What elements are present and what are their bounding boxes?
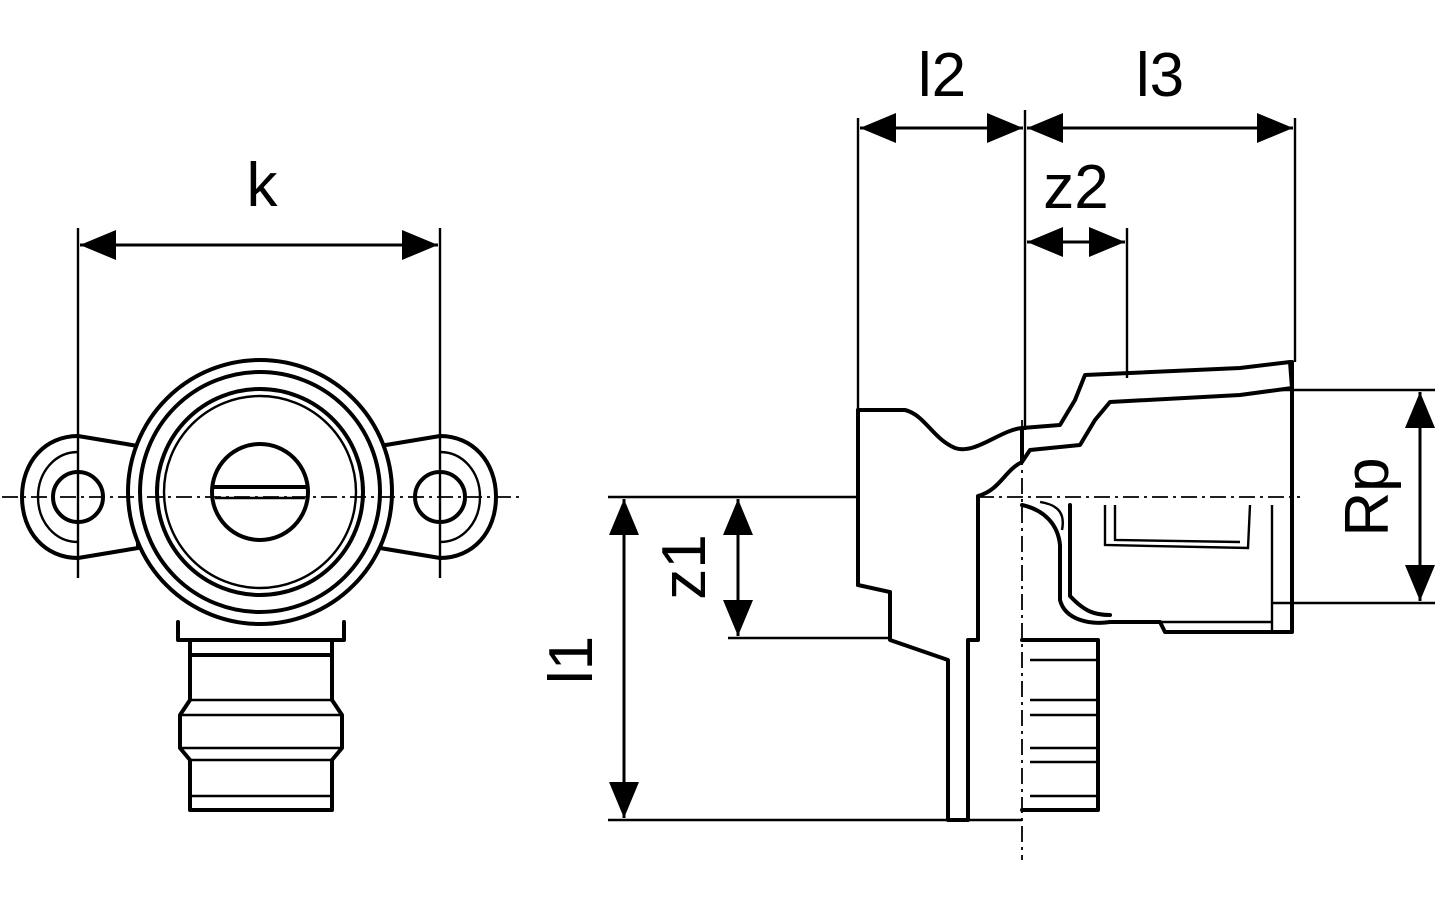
mounting-flange [378, 434, 498, 560]
label-z2: z2 [1043, 153, 1108, 222]
inner-port [210, 442, 310, 542]
hatched-thread-section [1020, 360, 1294, 464]
section-view: l2 l3 z2 Rp z1 l1 [537, 41, 1435, 860]
front-view: k [2, 151, 520, 812]
label-l1: l1 [537, 636, 606, 684]
label-rp: Rp [1333, 457, 1402, 536]
pipe-connector [176, 620, 346, 812]
hatched-body-section [856, 408, 1024, 822]
label-l3: l3 [1136, 41, 1184, 110]
label-l2: l2 [918, 41, 966, 110]
label-z1: z1 [650, 534, 719, 599]
label-k: k [247, 151, 279, 220]
body-outer [126, 358, 394, 626]
mounting-flange [20, 434, 140, 560]
